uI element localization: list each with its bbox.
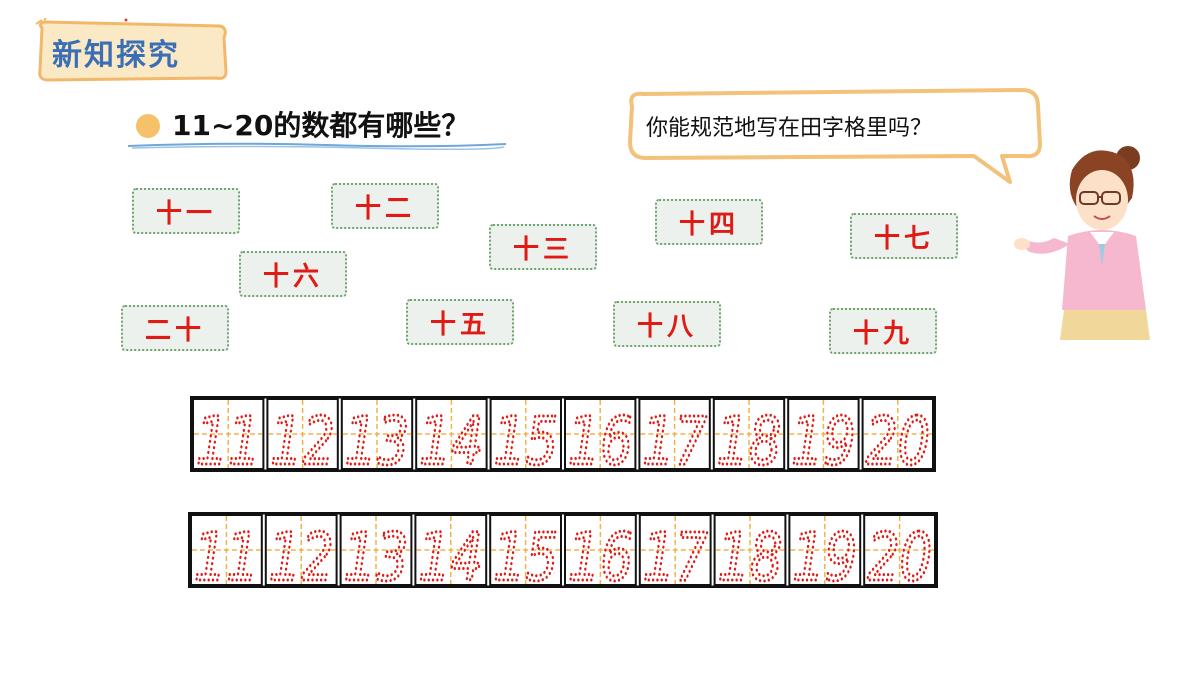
card-shi-san[interactable]: 十三 [489,224,597,270]
bullet-dot-icon [136,114,160,138]
tianzige-cell: 19 [788,514,862,588]
dotted-number: 20 [866,403,930,472]
dotted-number: 16 [568,519,633,588]
dotted-number: 20 [867,519,932,588]
dotted-number: 19 [791,403,855,472]
dotted-number: 18 [717,403,781,472]
tianzige-cell: 19 [787,398,860,472]
card-shi-yi[interactable]: 十一 [132,188,240,234]
tianzige-cell: 16 [564,514,637,588]
tianzige-cell: 15 [489,514,563,588]
card-shi-wu[interactable]: 十五 [406,299,514,345]
card-er-shi[interactable]: 二十 [121,305,229,351]
tianzige-cell: 14 [414,514,488,588]
dotted-number: 17 [643,519,708,588]
dotted-number: 15 [494,403,558,472]
tianzige-cell: 18 [712,398,786,472]
badge-background [35,18,228,82]
page-title: 新知探究 [52,38,180,73]
tianzige-cell: 12 [264,514,338,588]
question-underline [127,142,507,150]
dotted-number: 14 [419,403,483,472]
speech-bubble: 你能规范地写在田字格里吗？ [618,84,1058,194]
tianzige-cell: 17 [638,514,712,588]
teacher-icon [1014,146,1150,340]
dotted-number: 14 [418,519,483,588]
question-text: 11~20的数都有哪些？ [172,109,470,142]
tianzige-cell: 16 [564,398,637,472]
tianzige-cell: 12 [266,398,339,472]
dotted-number: 12 [270,403,334,472]
teacher-illustration [1010,140,1160,340]
card-shi-jiu[interactable]: 十九 [829,308,937,354]
tianzige-cell: 13 [339,514,413,588]
tianzige-cell: 11 [190,514,263,588]
tianzige-cell: 18 [713,514,787,588]
tianzige-cell: 20 [863,514,937,588]
dotted-number: 13 [345,403,409,472]
card-shi-qi[interactable]: 十七 [850,213,958,259]
dotted-number: 11 [194,519,259,588]
bubble-text: 你能规范地写在田字格里吗？ [646,116,933,141]
tianzige-cell: 17 [638,398,711,472]
dotted-number: 16 [568,403,632,472]
tianzige-cell: 20 [861,398,934,472]
dotted-number: 11 [196,403,260,472]
dotted-number: 18 [718,519,783,588]
dotted-number: 15 [493,519,558,588]
card-shi-ba[interactable]: 十八 [613,301,721,347]
card-shi-liu[interactable]: 十六 [239,251,347,297]
speech-bubble-shape [628,88,1042,184]
dotted-number: 13 [344,519,409,588]
dotted-number: 19 [792,519,857,588]
tianzige-cell: 15 [489,398,563,472]
section-title-badge: 新知探究 [34,18,230,82]
card-shi-er[interactable]: 十二 [331,183,439,229]
tianzige-cell: 11 [192,398,265,472]
dotted-number: 17 [642,403,706,472]
tianzige-cell: 13 [340,398,414,472]
card-shi-si[interactable]: 十四 [655,199,763,245]
tianzige-cell: 14 [415,398,488,472]
dotted-number: 12 [269,519,334,588]
